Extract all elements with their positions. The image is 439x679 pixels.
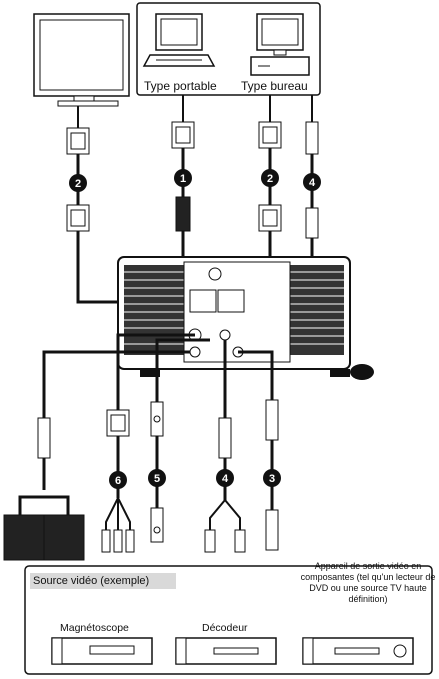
audio-cable-speakers: [18, 350, 190, 515]
dvd-player-icon: [302, 637, 414, 665]
decoder-label: Décodeur: [202, 622, 248, 634]
monitor-icon: [33, 13, 130, 107]
composite-cable: [238, 350, 279, 551]
laptop-label: Type portable: [144, 79, 217, 93]
cable-badge-4-bottom: 4: [216, 469, 234, 487]
audio-rca-cable: [204, 340, 246, 553]
cable-badge-4-top: 4: [303, 173, 321, 191]
desktop-computer-icon: [250, 13, 310, 76]
cable-badge-3: 3: [263, 469, 281, 487]
cable-badge-6: 6: [109, 471, 127, 489]
component-output-label: Appareil de sortie vidéo en composantes …: [300, 561, 436, 604]
svg-text:6: 6: [115, 475, 121, 487]
svg-text:3: 3: [269, 473, 275, 485]
svg-text:5: 5: [154, 473, 160, 485]
cable-badge-2-desktop: 2: [261, 169, 279, 187]
component-cable: [101, 333, 195, 553]
svg-text:2: 2: [267, 173, 273, 185]
svideo-cable: [150, 338, 210, 543]
vcr-icon: [51, 637, 153, 665]
cable-badge-1: 1: [174, 169, 192, 187]
laptop-icon: [142, 13, 216, 67]
svg-text:4: 4: [309, 177, 316, 189]
svg-text:1: 1: [180, 173, 186, 185]
cable-badge-5: 5: [148, 469, 166, 487]
cable-badge-2-monitor: 2: [69, 174, 87, 192]
speaker-icon: [3, 514, 85, 561]
svg-text:2: 2: [75, 178, 81, 190]
desktop-label: Type bureau: [241, 79, 308, 93]
source-box-title: Source vidéo (exemple): [30, 573, 176, 589]
decoder-icon: [175, 637, 277, 665]
vcr-label: Magnétoscope: [60, 622, 129, 634]
svg-text:4: 4: [222, 473, 229, 485]
